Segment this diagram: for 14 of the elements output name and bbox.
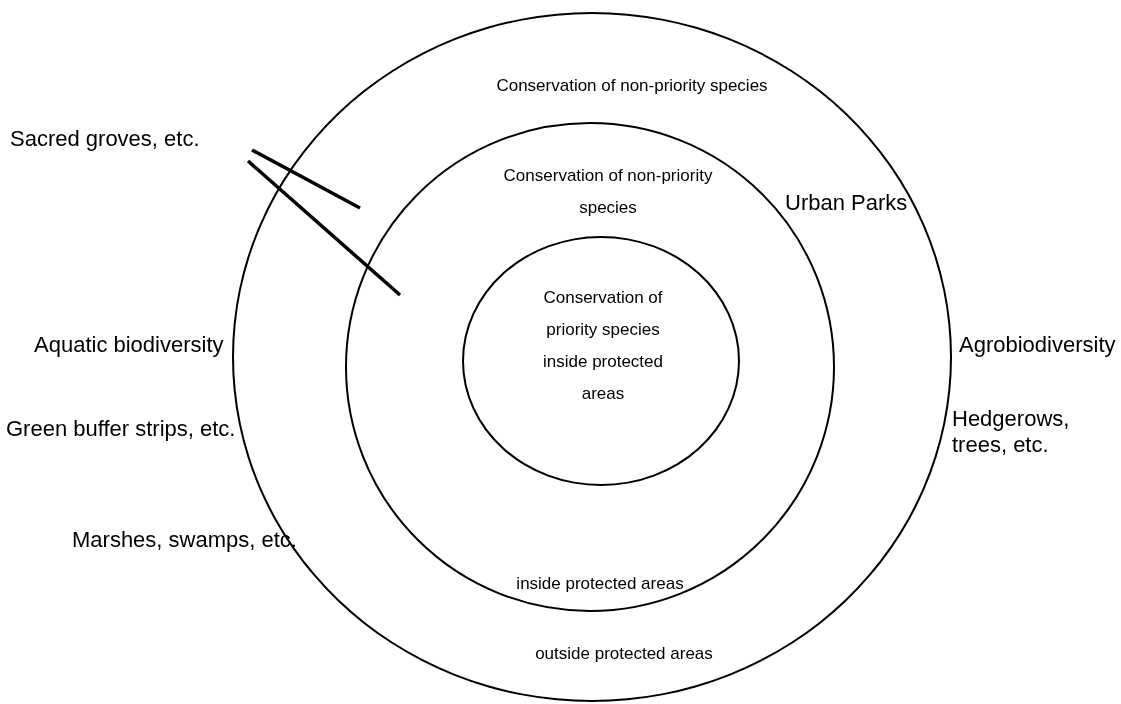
leader-line bbox=[246, 159, 402, 297]
zone-example-label: Urban Parks bbox=[785, 190, 908, 216]
zone-label: outside protected areas bbox=[534, 643, 714, 665]
zone-title: Conservation of non-priority species bbox=[502, 165, 714, 219]
zone-example-label: Aquatic biodiversity bbox=[34, 332, 224, 358]
annotation-text: Sacred groves, etc. bbox=[10, 126, 200, 152]
leader-line bbox=[251, 148, 361, 210]
zone-example-label: Green buffer strips, etc. bbox=[6, 416, 236, 442]
zone-circle bbox=[462, 236, 740, 486]
zone-title: Conservation of priority species inside protected areas bbox=[542, 287, 664, 405]
zone-label: inside protected areas bbox=[515, 573, 685, 595]
zone-title: Conservation of non-priority species bbox=[495, 75, 769, 97]
zone-example-label: Agrobiodiversity bbox=[959, 332, 1116, 358]
zone-example-label: Hedgerows, trees, etc. bbox=[952, 406, 1071, 458]
